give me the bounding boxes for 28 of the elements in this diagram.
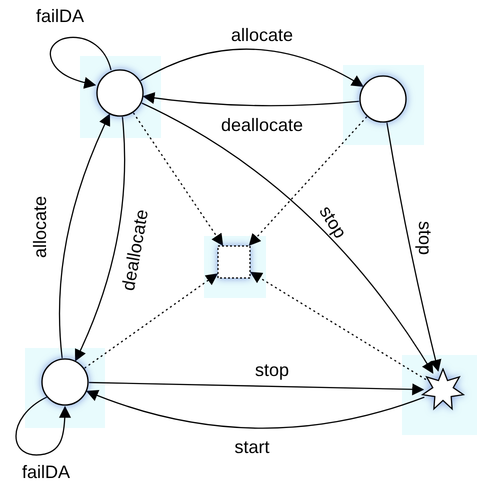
- dashed-square-state: [217, 245, 251, 279]
- edge-label: start: [234, 438, 270, 456]
- arrow: [386, 122, 442, 372]
- arrow: [74, 116, 126, 362]
- arrow: [86, 390, 425, 429]
- arrow: [142, 92, 360, 106]
- arrow: [58, 113, 110, 358]
- arrow: [142, 102, 434, 374]
- state-circle: [359, 75, 407, 123]
- arrow: [88, 382, 424, 396]
- dotted-arrow: [132, 112, 224, 246]
- edge-label: stop: [416, 220, 434, 256]
- state-circle: [96, 69, 144, 117]
- edge-label: stop: [254, 361, 290, 379]
- dotted-arrow: [248, 116, 368, 246]
- arrow: [140, 48, 364, 87]
- arrow: [50, 36, 112, 89]
- arrow: [16, 396, 71, 456]
- edge-label: allocate: [230, 26, 294, 44]
- dotted-arrow: [84, 273, 218, 369]
- dotted-arrow: [250, 272, 426, 380]
- edge-label: failDA: [22, 463, 70, 481]
- edge-label: failDA: [36, 7, 84, 25]
- edge-label: allocate: [31, 196, 49, 258]
- state-circle: [41, 358, 89, 406]
- edge-label: deallocate: [119, 208, 151, 292]
- edge-label: deallocate: [220, 116, 304, 134]
- star-state: [421, 368, 465, 412]
